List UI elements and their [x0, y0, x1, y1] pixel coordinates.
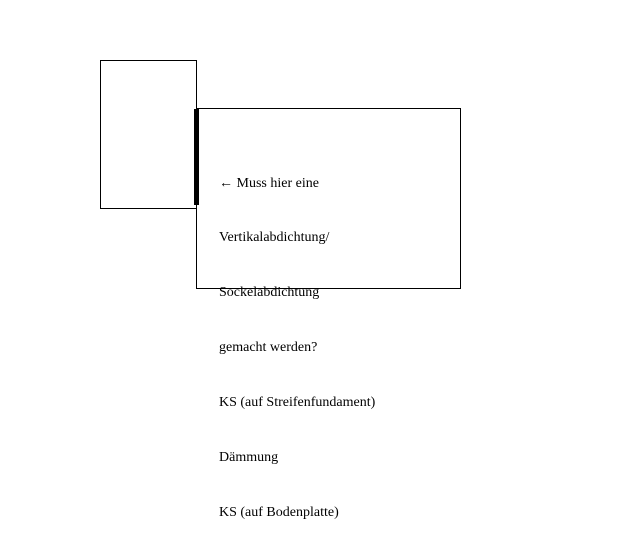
sealing-line — [194, 109, 199, 205]
line-question: ← Muss hier eine — [219, 175, 319, 191]
line: gemacht werden? — [219, 340, 318, 356]
line: Vertikalabdichtung/ — [219, 230, 330, 246]
line: KS (auf Streifenfundament) — [219, 395, 376, 411]
line: Sockelabdichtung — [219, 285, 320, 301]
arrow-left-icon: ← — [219, 175, 233, 191]
line: Dämmung — [219, 450, 279, 466]
annotation-text: ← Muss hier eine Vertikalabdichtung/ Soc… — [219, 138, 375, 541]
line: KS (auf Bodenplatte) — [219, 504, 339, 520]
upper-wall-box — [100, 60, 197, 209]
annotation-box — [196, 108, 461, 289]
